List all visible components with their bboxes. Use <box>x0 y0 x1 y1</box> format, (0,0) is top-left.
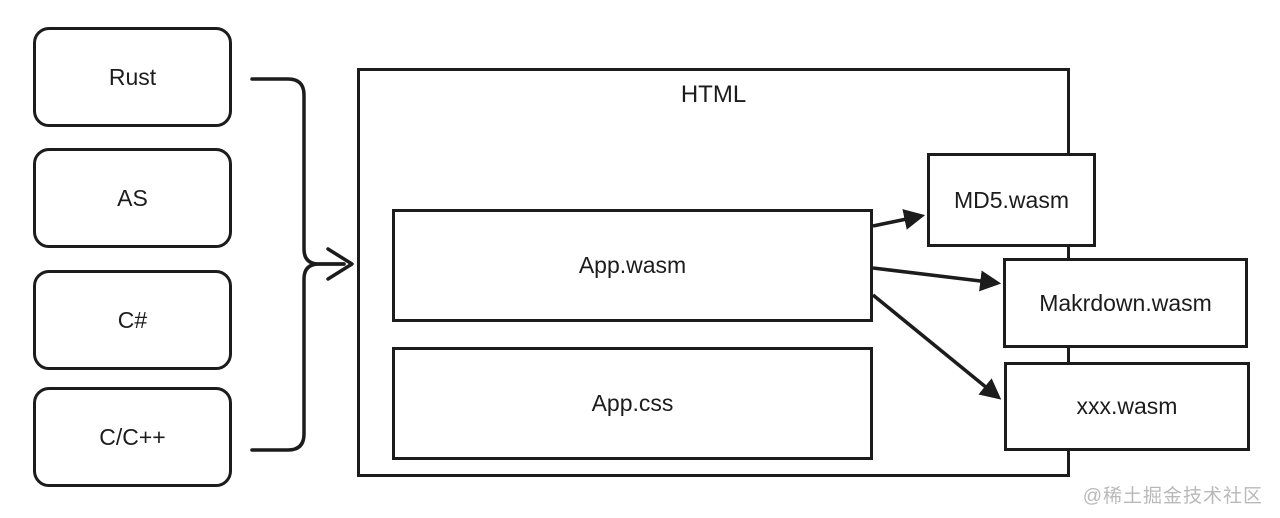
node-app-wasm: App.wasm <box>392 209 873 322</box>
node-csharp-label: C# <box>117 306 148 333</box>
watermark-text: @稀土掘金技术社区 <box>1082 486 1263 507</box>
node-md5-wasm-label: MD5.wasm <box>953 186 1069 213</box>
node-xxx-wasm: xxx.wasm <box>1004 362 1250 451</box>
node-makrdown-wasm-label: Makrdown.wasm <box>1039 289 1212 316</box>
node-md5-wasm: MD5.wasm <box>927 153 1096 247</box>
node-as: AS <box>33 148 232 248</box>
bracket-bottom-path <box>250 262 346 452</box>
node-c-cpp-label: C/C++ <box>99 423 166 450</box>
bracket-top-path <box>250 77 346 266</box>
node-makrdown-wasm: Makrdown.wasm <box>1003 258 1248 348</box>
node-app-wasm-label: App.wasm <box>578 252 687 278</box>
node-xxx-wasm-label: xxx.wasm <box>1076 393 1178 419</box>
node-c-cpp: C/C++ <box>33 387 232 487</box>
node-app-css: App.css <box>392 347 873 460</box>
node-app-css-label: App.css <box>591 390 674 416</box>
node-rust: Rust <box>33 27 232 127</box>
html-container-title: HTML <box>680 81 747 108</box>
bracket-arrowhead-icon <box>326 247 354 281</box>
node-csharp: C# <box>33 270 232 370</box>
node-as-label: AS <box>117 184 148 211</box>
node-rust-label: Rust <box>108 63 157 90</box>
